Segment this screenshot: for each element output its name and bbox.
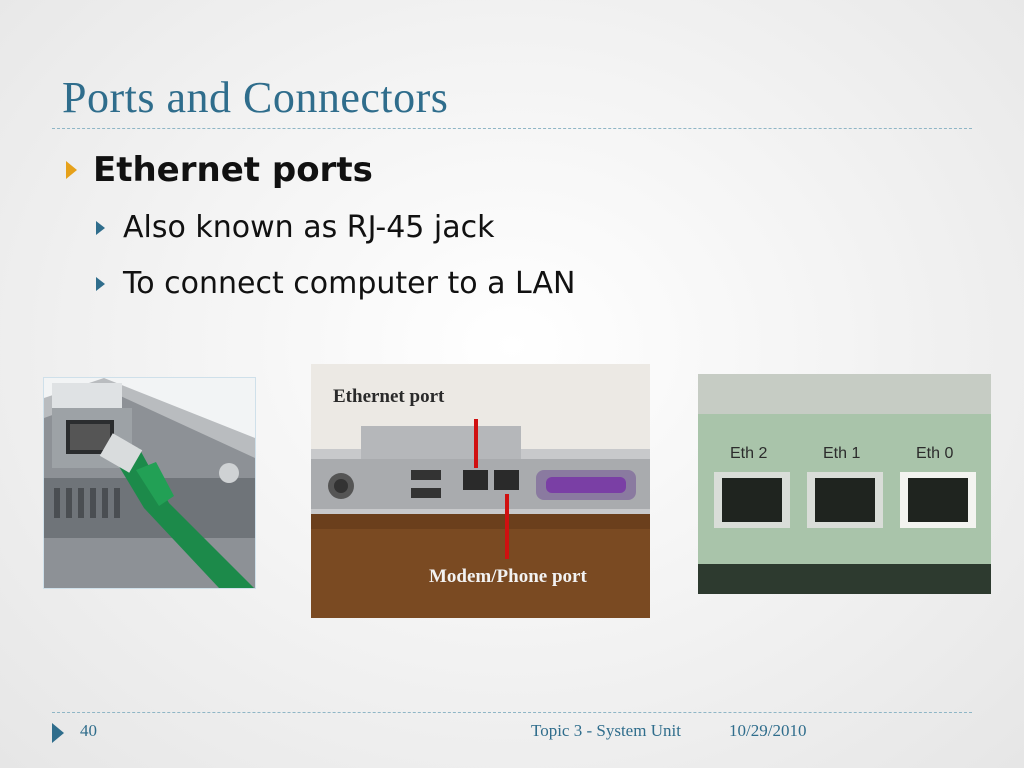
footer-topic: Topic 3 - System Unit — [531, 721, 681, 740]
modem-port-caption: Modem/Phone port — [429, 566, 587, 587]
footer-arrow-icon — [52, 723, 64, 743]
bullet-arrow-icon — [96, 276, 105, 291]
footer-date: 10/29/2010 — [729, 721, 807, 740]
sub-bullet-rj45: Also known as RJ-45 jack — [96, 210, 495, 245]
port-label-eth1: Eth 1 — [823, 445, 860, 462]
bullet-arrow-icon — [96, 220, 105, 235]
ethernet-cable-photo — [43, 377, 256, 589]
port-label-eth2: Eth 2 — [730, 445, 767, 462]
bullet-text: Also known as RJ-45 jack — [123, 210, 495, 245]
bullet-ethernet-ports: Ethernet ports — [66, 150, 373, 190]
sub-bullet-lan: To connect computer to a LAN — [96, 266, 575, 301]
footer-divider — [52, 712, 972, 713]
slide-number: 40 — [80, 721, 97, 740]
port-label-eth0: Eth 0 — [916, 445, 953, 462]
ethernet-port-caption: Ethernet port — [333, 386, 445, 407]
bullet-arrow-icon — [66, 161, 77, 179]
bullet-text: Ethernet ports — [93, 150, 373, 190]
title-divider — [52, 128, 972, 129]
eth-ports-panel-photo: Eth 2 Eth 1 Eth 0 — [698, 374, 991, 594]
slide-title: Ports and Connectors — [62, 73, 449, 122]
bullet-text: To connect computer to a LAN — [123, 266, 576, 301]
laptop-ports-photo: Ethernet port Modem/Phone port — [311, 364, 650, 618]
